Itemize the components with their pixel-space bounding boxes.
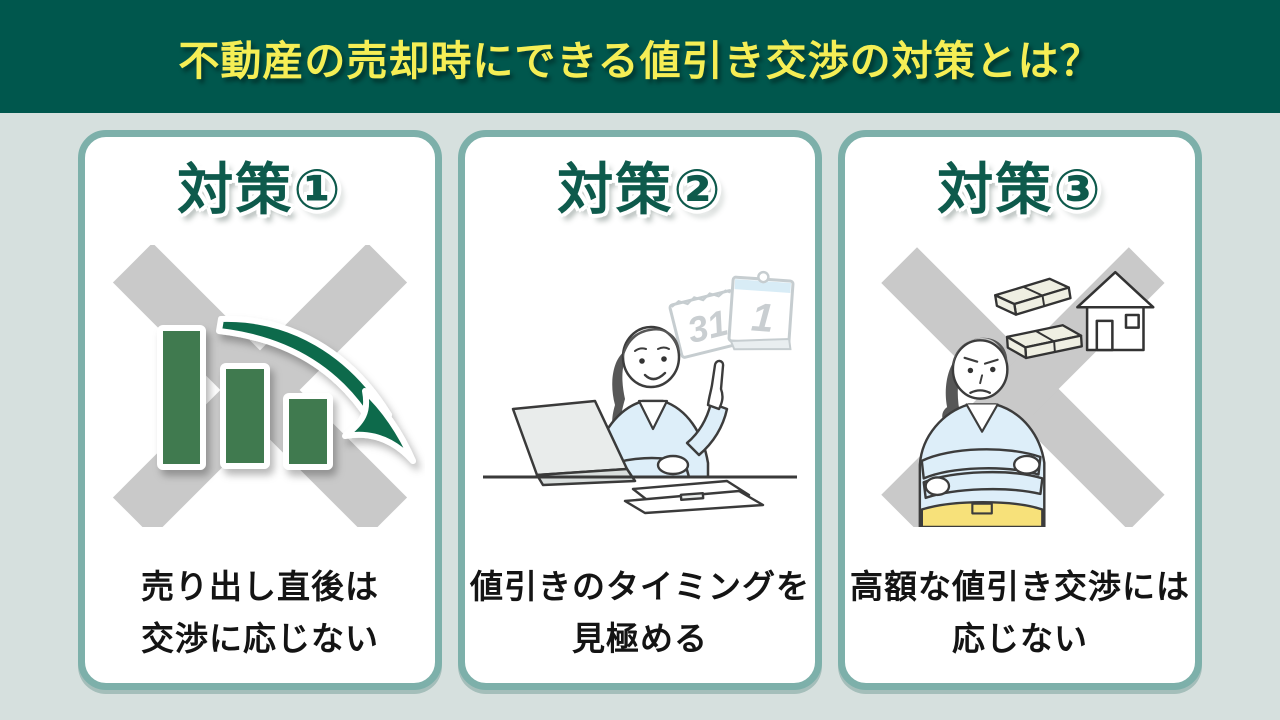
house: [1076, 270, 1155, 351]
card-taisaku-1: 対策①: [78, 130, 442, 690]
card-3-caption-line2: 応じない: [952, 619, 1088, 657]
card-2-title: 対策②: [557, 158, 723, 221]
money-stacks: [994, 277, 1083, 359]
card-taisaku-3: 対策③: [838, 130, 1202, 690]
card-1-title: 対策①: [177, 158, 343, 221]
cards-row: 対策①: [78, 130, 1202, 690]
calendar-number-31: 31: [683, 301, 732, 350]
card-1-caption: 売り出し直後は 交渉に応じない: [141, 561, 379, 665]
down-trend-arrow: [216, 315, 416, 464]
woman-money-house-crossed-icon: [855, 245, 1185, 527]
card-2-caption-line2: 見極める: [572, 619, 708, 657]
card-1-caption-line1: 売り出し直後は: [141, 567, 379, 605]
calendar-pages: 31 1: [668, 270, 795, 359]
papers: [623, 479, 765, 514]
card-3-caption-line1: 高額な値引き交渉には: [850, 567, 1190, 605]
laptop: [511, 399, 637, 486]
woman-at-desk-svg: 31 1: [483, 270, 797, 514]
card-2-caption-line1: 値引きのタイミングを: [470, 567, 810, 605]
page-title: 不動産の売却時にできる値引き交渉の対策とは？: [178, 37, 1102, 84]
card-3-caption: 高額な値引き交渉には 応じない: [850, 561, 1190, 665]
declining-bar-chart-crossed-icon: [95, 244, 425, 527]
declining-bars: [157, 324, 333, 470]
card-1-caption-line2: 交渉に応じない: [141, 619, 379, 657]
card-2-caption: 値引きのタイミングを 見極める: [470, 561, 810, 665]
card-taisaku-2: 対策② 31: [458, 130, 822, 690]
header-band: 不動産の売却時にできる値引き交渉の対策とは？: [0, 0, 1280, 113]
arms-crossed-woman-svg: [881, 246, 1165, 527]
woman-pointing-calendar-icon: 31 1: [475, 245, 805, 527]
card-3-title: 対策③: [937, 158, 1103, 221]
worried-woman-figure: [918, 337, 1046, 527]
calendar-number-1: 1: [750, 295, 775, 340]
bar-chart-cross-arrow-svg: [112, 244, 416, 527]
